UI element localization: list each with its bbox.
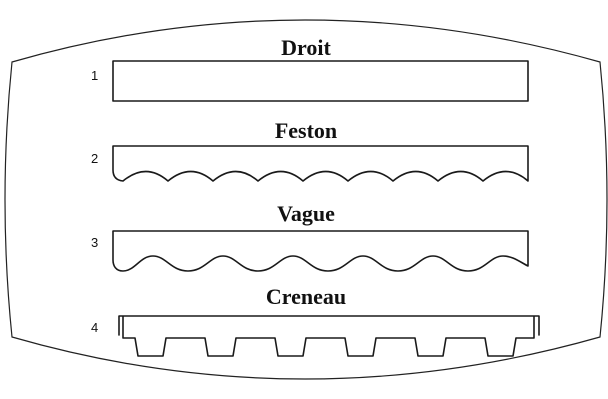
number-4: 4 xyxy=(91,320,98,335)
label-vague: Vague xyxy=(277,201,335,226)
wave-edge-shape xyxy=(112,230,529,272)
label-creneau: Creneau xyxy=(266,284,346,309)
label-droit: Droit xyxy=(281,35,331,60)
crenellated-edge-shape xyxy=(118,315,540,357)
number-2: 2 xyxy=(91,151,98,166)
straight-edge-shape xyxy=(112,60,529,102)
label-feston: Feston xyxy=(275,118,337,143)
number-3: 3 xyxy=(91,235,98,250)
number-1: 1 xyxy=(91,68,98,83)
rounded-frame xyxy=(4,19,608,380)
scalloped-edge-shape xyxy=(112,145,529,182)
